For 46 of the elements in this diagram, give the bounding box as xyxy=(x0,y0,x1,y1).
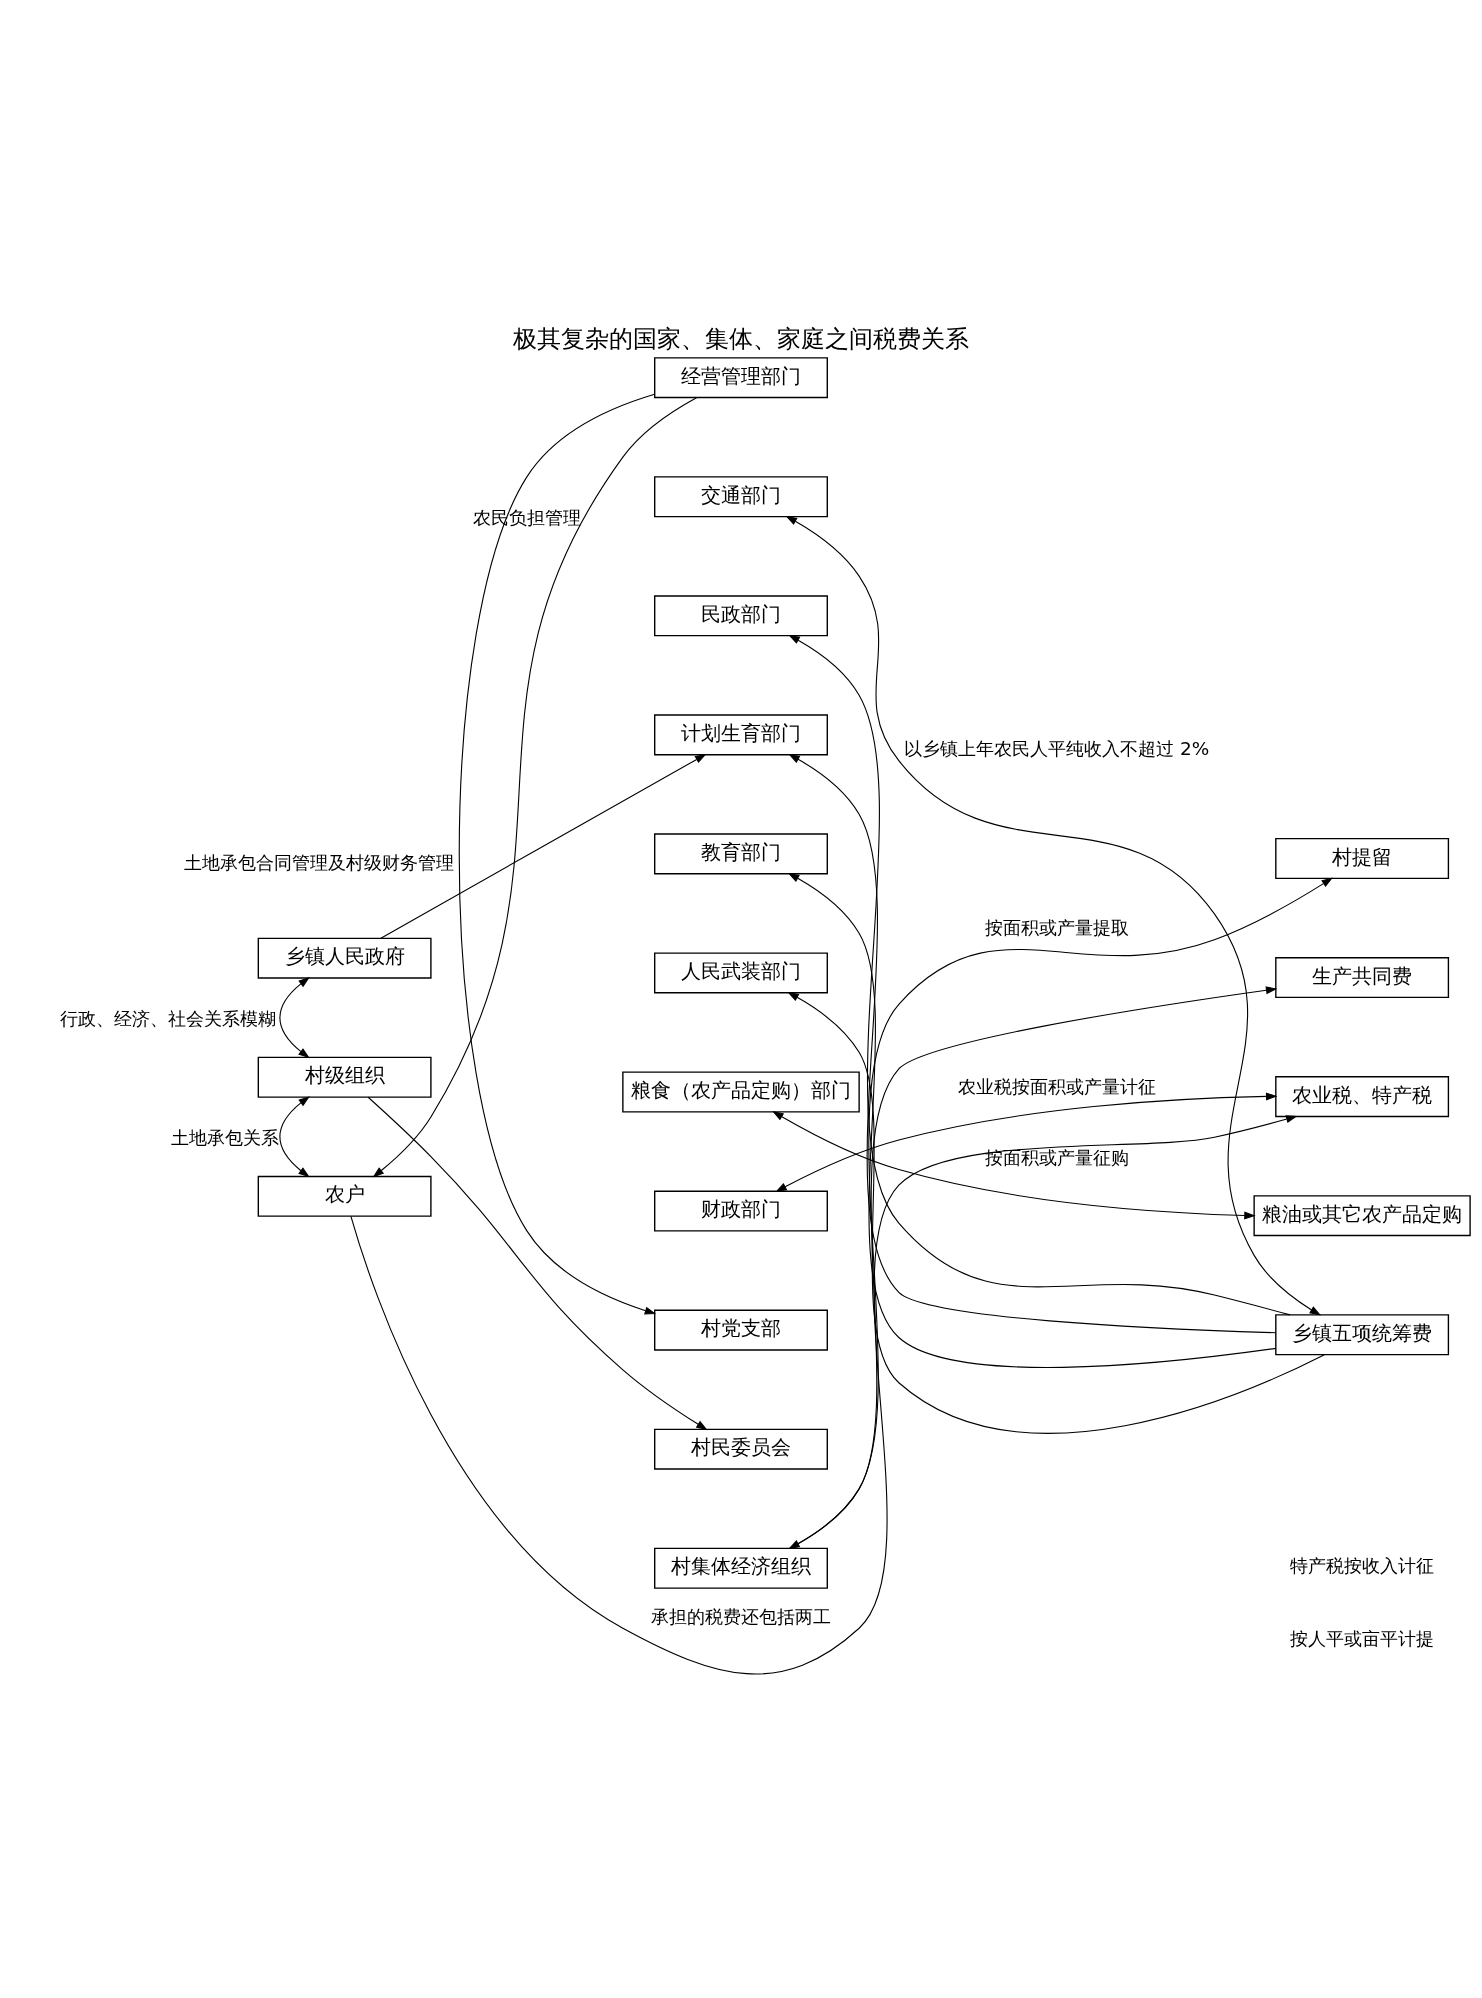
arrow xyxy=(372,397,698,1178)
arrow xyxy=(788,634,1291,1316)
edge-label: 按面积或产量征购 xyxy=(984,1147,1129,1168)
node-box: 经营管理部门 xyxy=(654,357,828,399)
node-box: 村提留 xyxy=(1275,837,1450,880)
node-box: 村民委员会 xyxy=(654,1428,828,1470)
arrow xyxy=(772,1111,1256,1220)
node-box: 计划生育部门 xyxy=(654,714,828,756)
edge-label: 土地承包合同管理及村级财务管理 xyxy=(183,851,454,873)
edge-label: 承担的税费还包括两工 xyxy=(651,1605,831,1627)
arrow xyxy=(367,1096,708,1431)
label: 特产税按收入计征 xyxy=(1290,1554,1435,1576)
arrow xyxy=(380,753,707,939)
node-box: 粮油或其它农产品定购 xyxy=(1253,1195,1471,1237)
arrow xyxy=(788,986,1278,1549)
node-box: 财政部门 xyxy=(654,1190,828,1232)
arrow xyxy=(788,877,1333,1550)
node-box: 生产共同费 xyxy=(1275,957,1450,999)
node-box: 人民武装部门 xyxy=(654,952,828,994)
node-box: 乡镇五项统筹费 xyxy=(1275,1314,1450,1356)
node-box: 粮食（农产品定购）部门 xyxy=(622,1071,860,1113)
arrow xyxy=(458,393,657,1315)
arrow xyxy=(775,1092,1278,1192)
node-box: 乡镇人民政府 xyxy=(257,937,432,979)
arrow xyxy=(787,992,1325,1434)
arrow xyxy=(787,872,1277,1368)
label: 按人平或亩平计提 xyxy=(1290,1627,1435,1649)
node-box: 村党支部 xyxy=(654,1309,828,1351)
node-box: 交通部门 xyxy=(654,476,828,518)
edge-label: 以乡镇上年农民人平纯收入不超过 2% xyxy=(904,738,1210,760)
arrow xyxy=(785,515,1322,1316)
arrow xyxy=(279,1096,310,1178)
arrow xyxy=(279,977,310,1059)
node-box: 农户 xyxy=(257,1175,432,1217)
node-box: 农业税、特产税 xyxy=(1275,1076,1450,1118)
node-box: 村级组织 xyxy=(257,1056,432,1098)
node-box: 教育部门 xyxy=(654,833,828,875)
edge-label: 土地承包关系 xyxy=(170,1127,279,1149)
arrow xyxy=(788,753,1277,1334)
node-box: 民政部门 xyxy=(654,595,828,637)
edge-label: 农业税按面积或产量计征 xyxy=(957,1075,1156,1097)
diagram-title: 极其复杂的国家、集体、家庭之间税费关系 xyxy=(513,324,969,353)
node-box: 村集体经济组织 xyxy=(654,1547,828,1589)
edge-label: 按面积或产量提取 xyxy=(984,917,1129,939)
arrow xyxy=(350,1115,1298,1675)
edge-label: 行政、经济、社会关系模糊 xyxy=(60,1008,277,1030)
